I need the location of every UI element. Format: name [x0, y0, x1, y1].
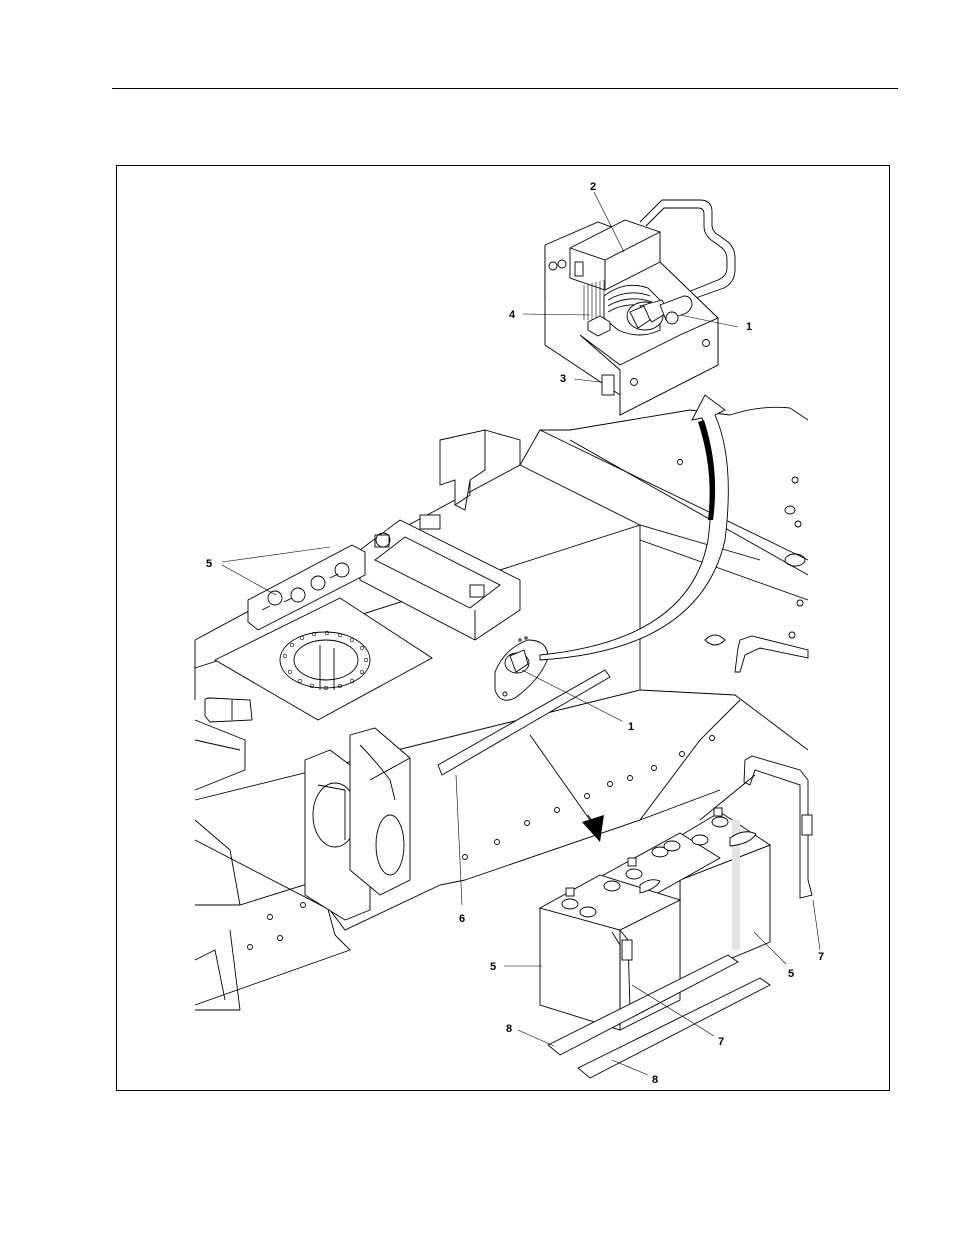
straight-arrow — [530, 735, 604, 842]
callout-1-switch-knob: 1 — [746, 321, 752, 333]
callout-1-switch-installed: 1 — [628, 721, 634, 733]
battery-tray-installed — [248, 515, 520, 640]
disconnect-switch-installed — [495, 637, 548, 700]
callout-3-block: 3 — [560, 373, 566, 385]
disconnect-switch-assembly — [545, 200, 735, 415]
batteries-exploded — [540, 756, 812, 1078]
callout-5-battery-right: 5 — [788, 968, 794, 980]
callout-8-mat-left: 8 — [506, 1023, 512, 1035]
callout-4-switch-body: 4 — [509, 309, 516, 321]
callout-7-strap-mid: 7 — [718, 1036, 724, 1048]
callout-5-batteries-installed: 5 — [206, 558, 212, 570]
callout-8-mat-bottom: 8 — [652, 1074, 658, 1086]
callout-6-rod: 6 — [459, 913, 465, 925]
callout-7-strap-right: 7 — [818, 951, 824, 963]
lower-mounting-brackets — [305, 728, 410, 920]
callout-5-battery-left: 5 — [490, 961, 496, 973]
curved-arrow — [540, 395, 728, 660]
left-edge-detail — [195, 820, 240, 1000]
callout-2-solenoid: 2 — [590, 181, 596, 193]
